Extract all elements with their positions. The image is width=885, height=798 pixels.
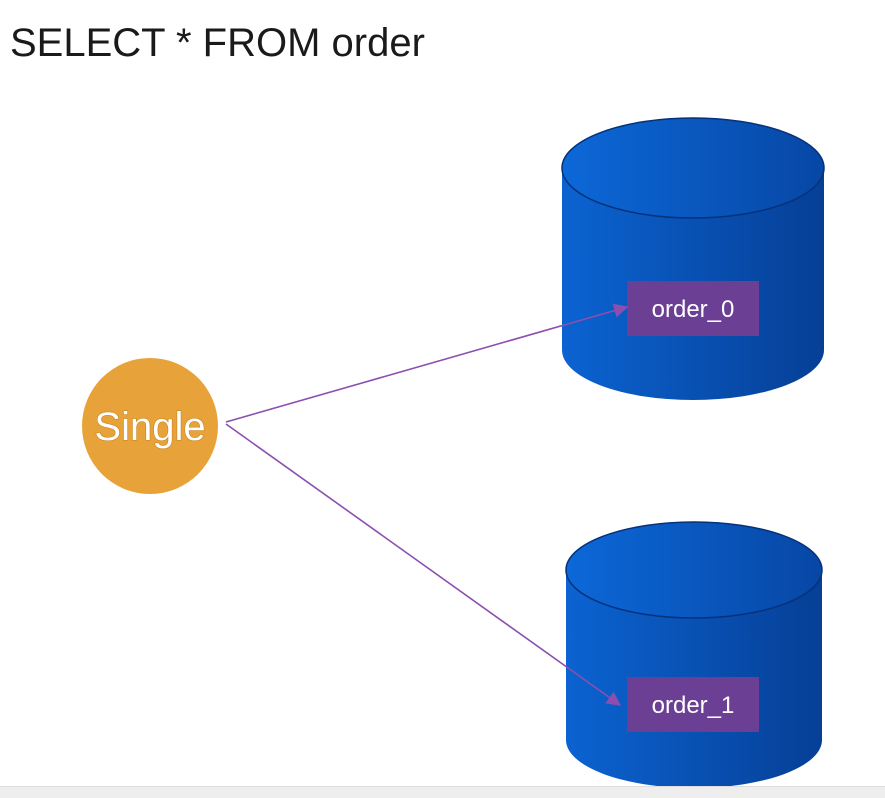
table-label-0: order_0 [652, 296, 735, 323]
source-node-circle [82, 358, 218, 494]
table-box-0 [627, 281, 759, 336]
table-box-1 [627, 677, 759, 732]
database-top [565, 521, 823, 619]
table-label-1: order_1 [652, 692, 735, 719]
route-arrow-to-order-1 [225, 423, 622, 706]
source-node-single: Single [82, 358, 218, 494]
database-top [561, 117, 825, 219]
database-cylinder-1: order_1 [565, 521, 823, 788]
page-title: SELECT * FROM order [10, 21, 425, 65]
source-node-label: Single [94, 405, 205, 449]
bottom-edge-strip [0, 786, 885, 798]
database-cylinder-0: order_0 [561, 117, 825, 400]
route-arrow-to-order-0 [225, 303, 629, 423]
